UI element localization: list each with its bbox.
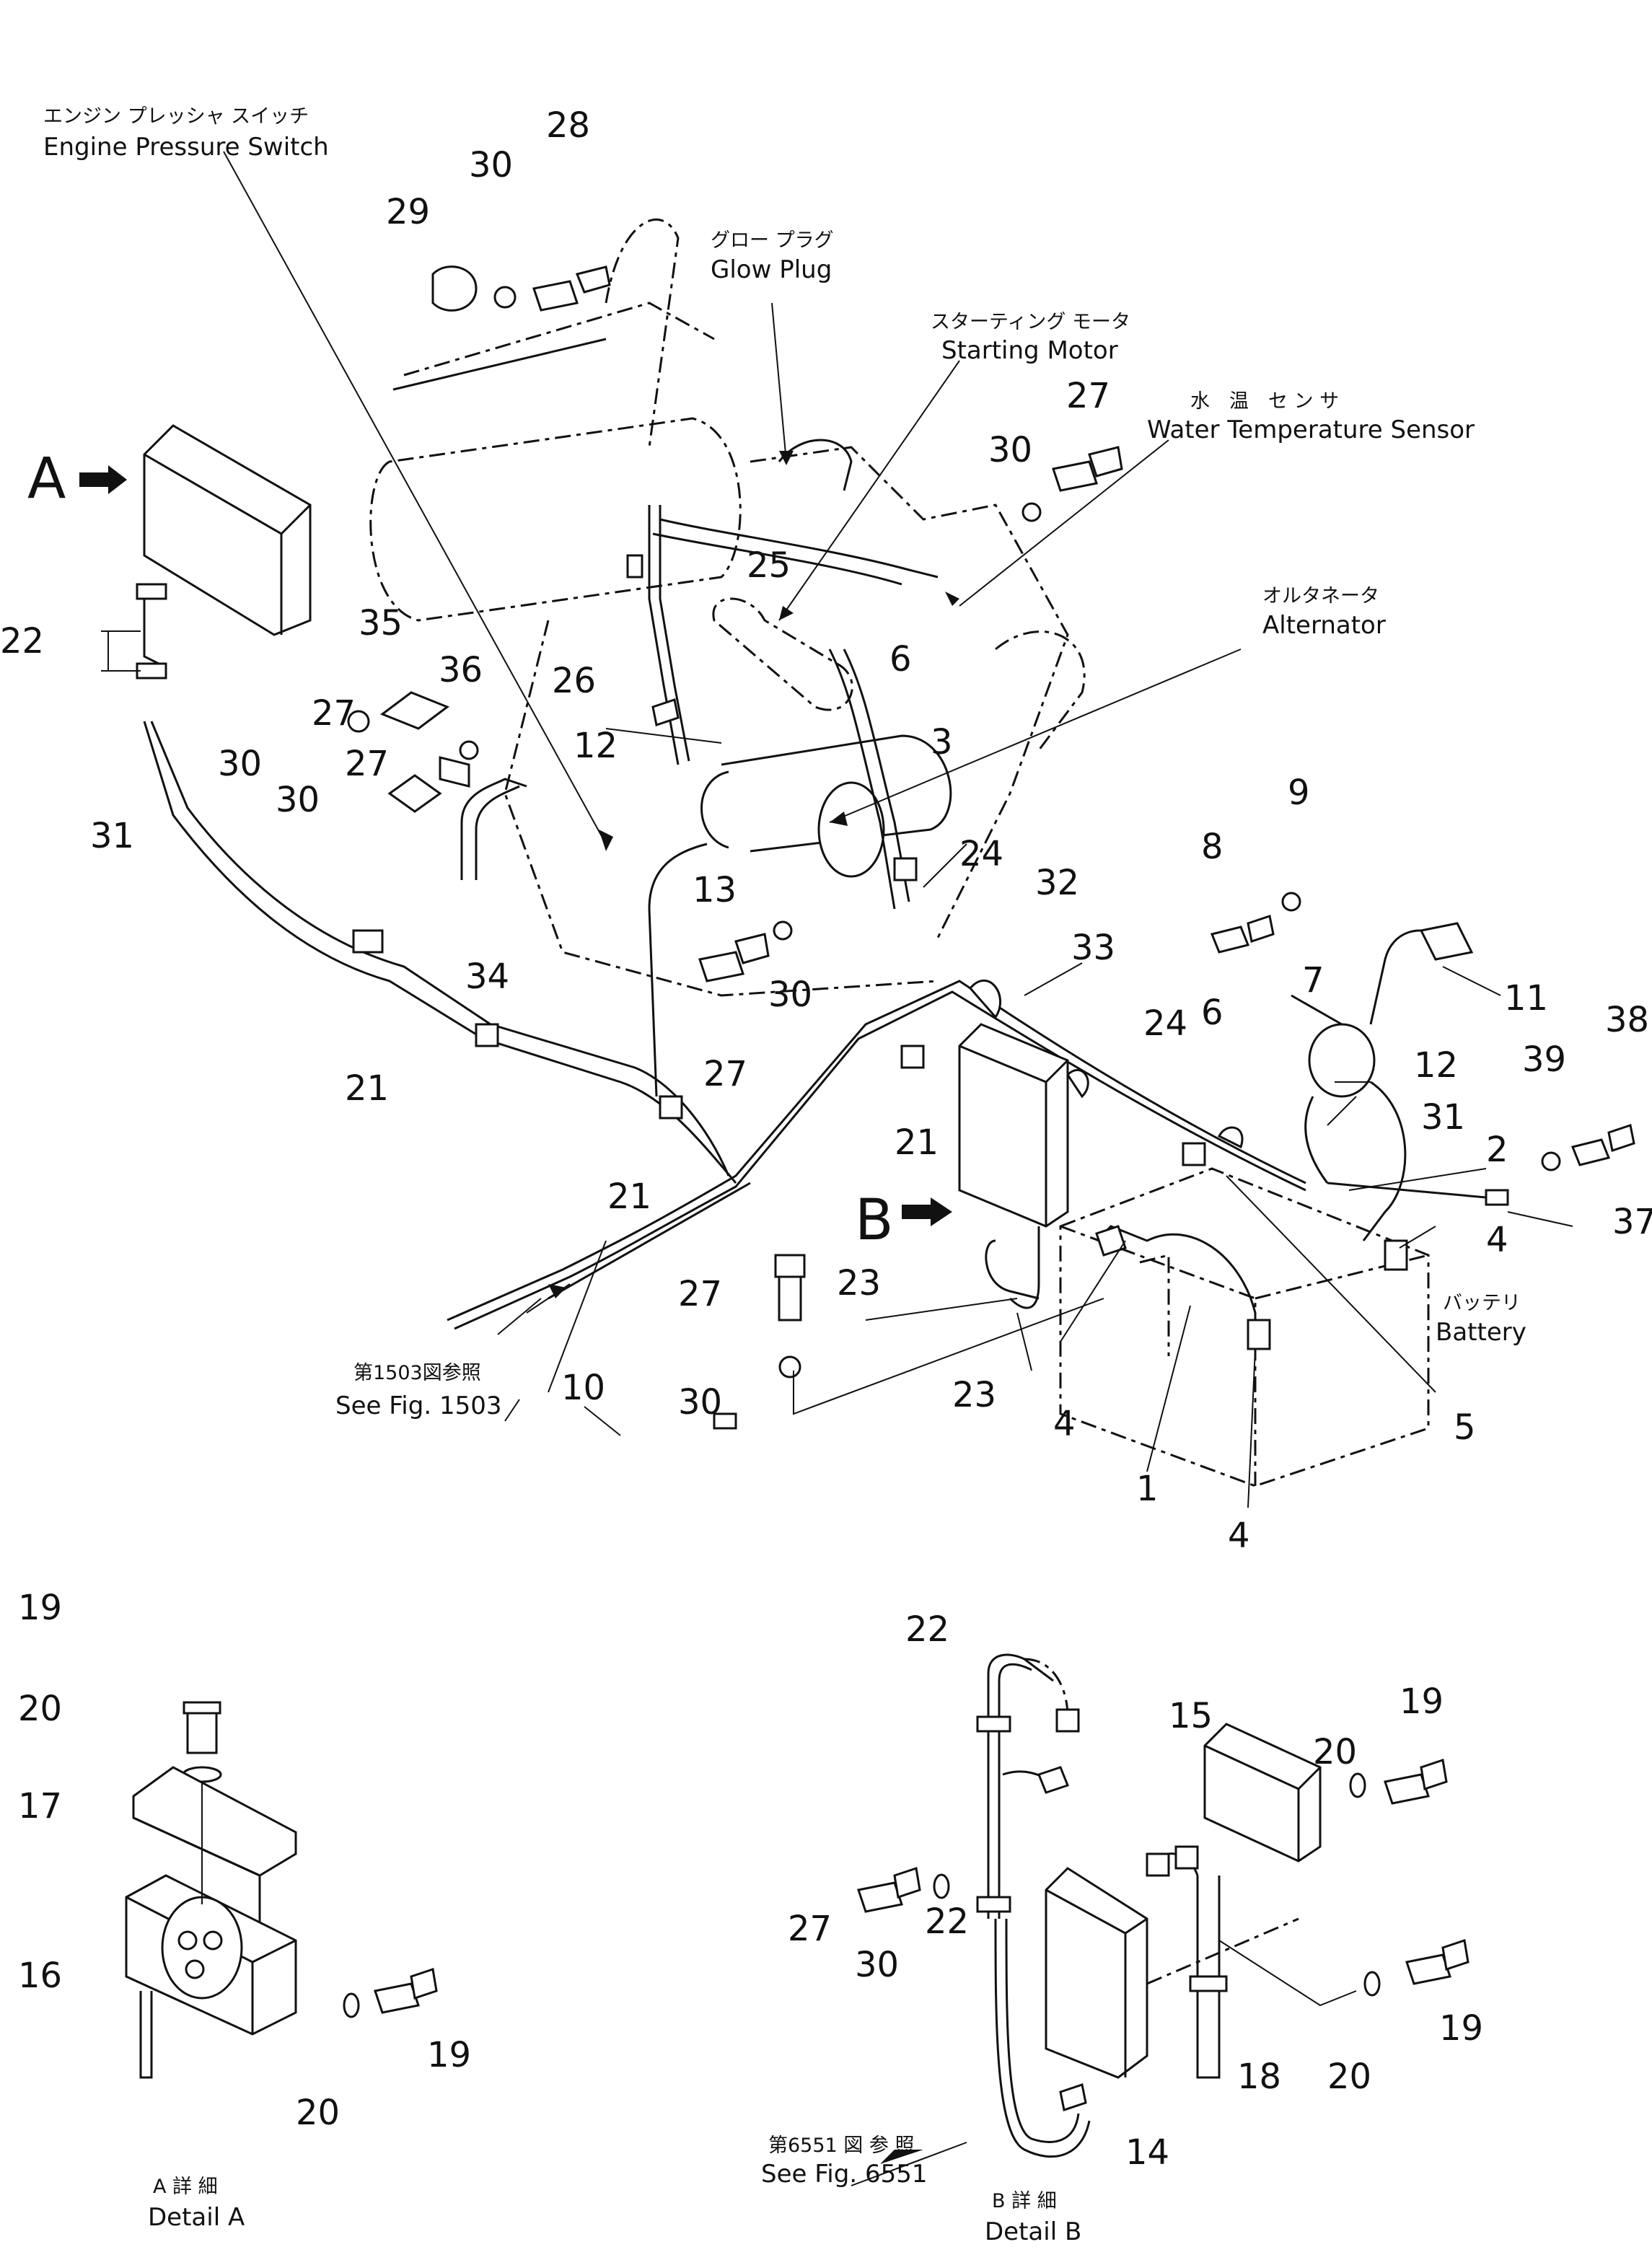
callout-labels: エンジン プレッシャ スイッチ Engine Pressure Switch グ… — [27, 105, 1526, 2246]
starting-motor-label-jp: スターティング モータ — [931, 311, 1130, 333]
part-number: 24 — [959, 834, 1003, 874]
part-number: 27 — [312, 693, 356, 734]
part-number: 34 — [465, 957, 509, 997]
part-number: 27 — [678, 1274, 722, 1314]
part-number: 30 — [768, 975, 812, 1015]
part-number: 33 — [1071, 928, 1115, 968]
part-number: 30 — [855, 1945, 899, 1985]
part-number: 16 — [18, 1956, 62, 1996]
part-number: 6 — [889, 639, 912, 680]
part-number: 1 — [1136, 1469, 1159, 1509]
part-number: 17 — [18, 1786, 62, 1826]
part-number: 11 — [1504, 978, 1548, 1019]
part-number: 30 — [988, 430, 1032, 470]
part-number: 8 — [1201, 827, 1223, 867]
part-number: 39 — [1522, 1039, 1566, 1080]
part-number: 5 — [1454, 1407, 1476, 1448]
see-fig-1503-label-jp: 第1503図参照 — [353, 1362, 481, 1384]
battery-label-jp: バッテリ — [1443, 1292, 1521, 1314]
part-number: 19 — [1400, 1681, 1444, 1722]
part-number: 29 — [386, 192, 430, 232]
detail-a-caption: Detail A — [148, 2203, 245, 2232]
part-number: 21 — [345, 1068, 389, 1109]
detail-a-caption-jp: A 詳 細 — [153, 2176, 218, 2198]
part-number: 14 — [1125, 2132, 1169, 2173]
alternator-label: Alternator — [1262, 611, 1386, 640]
water-temperature-sensor-label-jp: 水 温 セ ン サ — [1190, 390, 1339, 413]
engine-pressure-switch-label: Engine Pressure Switch — [43, 133, 329, 162]
part-number: 21 — [895, 1122, 939, 1163]
part-number: 9 — [1288, 773, 1310, 813]
water-temperature-sensor-label: Water Temperature Sensor — [1147, 415, 1475, 444]
part-number: 36 — [439, 650, 483, 690]
part-number: 31 — [90, 816, 134, 856]
part-number: 37 — [1612, 1202, 1652, 1242]
detail-b-caption: Detail B — [985, 2217, 1081, 2246]
part-number: 20 — [1327, 2057, 1371, 2097]
part-number: 27 — [703, 1054, 747, 1094]
part-number: 6 — [1201, 993, 1223, 1033]
part-number: 10 — [561, 1368, 605, 1408]
see-fig-1503-label: See Fig. 1503 — [335, 1391, 501, 1420]
glow-plug-label: Glow Plug — [711, 255, 832, 284]
part-number: 26 — [552, 661, 596, 701]
part-number: 4 — [1053, 1404, 1076, 1444]
alternator-label-jp: オルタネータ — [1262, 585, 1379, 607]
part-number: 12 — [574, 726, 618, 766]
part-number: 35 — [359, 603, 403, 643]
see-fig-6551-label-jp: 第6551 図 参 照 — [768, 2134, 914, 2157]
detail-a-marker: A — [27, 447, 66, 511]
part-number: 19 — [18, 1588, 62, 1628]
part-number-labels: 28 30 29 27 30 25 22 35 36 27 26 6 3 30 … — [0, 105, 1652, 2173]
drawing-lines — [79, 151, 1635, 2186]
glow-plug-label-jp: グロー プラグ — [711, 229, 834, 252]
part-number: 38 — [1605, 1000, 1649, 1040]
part-number: 27 — [788, 1909, 832, 1949]
part-number: 27 — [345, 744, 389, 784]
part-number: 22 — [925, 1901, 969, 1942]
detail-b-caption-jp: B 詳 細 — [992, 2190, 1057, 2212]
part-number: 2 — [1486, 1130, 1508, 1170]
part-number: 13 — [693, 870, 737, 910]
part-number: 4 — [1486, 1220, 1508, 1260]
part-number: 31 — [1421, 1097, 1465, 1138]
part-number: 19 — [427, 2035, 471, 2075]
see-fig-6551-label: See Fig. 6551 — [761, 2160, 927, 2189]
part-number: 28 — [546, 105, 590, 146]
part-number: 3 — [931, 722, 953, 762]
part-number: 30 — [276, 780, 320, 820]
part-number: 4 — [1228, 1516, 1250, 1556]
part-number: 21 — [607, 1177, 651, 1217]
engine-pressure-switch-label-jp: エンジン プレッシャ スイッチ — [43, 105, 309, 128]
part-number: 20 — [1313, 1732, 1357, 1772]
part-number: 23 — [837, 1263, 881, 1303]
part-number: 22 — [0, 621, 44, 661]
part-number: 7 — [1302, 960, 1324, 1001]
part-number: 18 — [1237, 2057, 1281, 2097]
part-number: 30 — [218, 744, 262, 784]
part-number: 19 — [1439, 2008, 1483, 2049]
battery-label: Battery — [1436, 1318, 1526, 1347]
part-number: 30 — [678, 1382, 722, 1422]
part-number: 12 — [1414, 1045, 1458, 1086]
detail-b-marker: B — [855, 1188, 894, 1253]
part-number: 27 — [1066, 376, 1110, 416]
starting-motor-label: Starting Motor — [941, 336, 1118, 365]
part-number: 24 — [1143, 1003, 1187, 1044]
part-number: 23 — [952, 1375, 996, 1415]
part-number: 30 — [469, 145, 513, 185]
part-number: 32 — [1035, 863, 1079, 903]
part-number: 15 — [1169, 1696, 1213, 1736]
part-number: 25 — [747, 545, 791, 586]
part-number: 20 — [18, 1689, 62, 1729]
part-number: 22 — [905, 1609, 949, 1650]
part-number: 20 — [296, 2093, 340, 2133]
